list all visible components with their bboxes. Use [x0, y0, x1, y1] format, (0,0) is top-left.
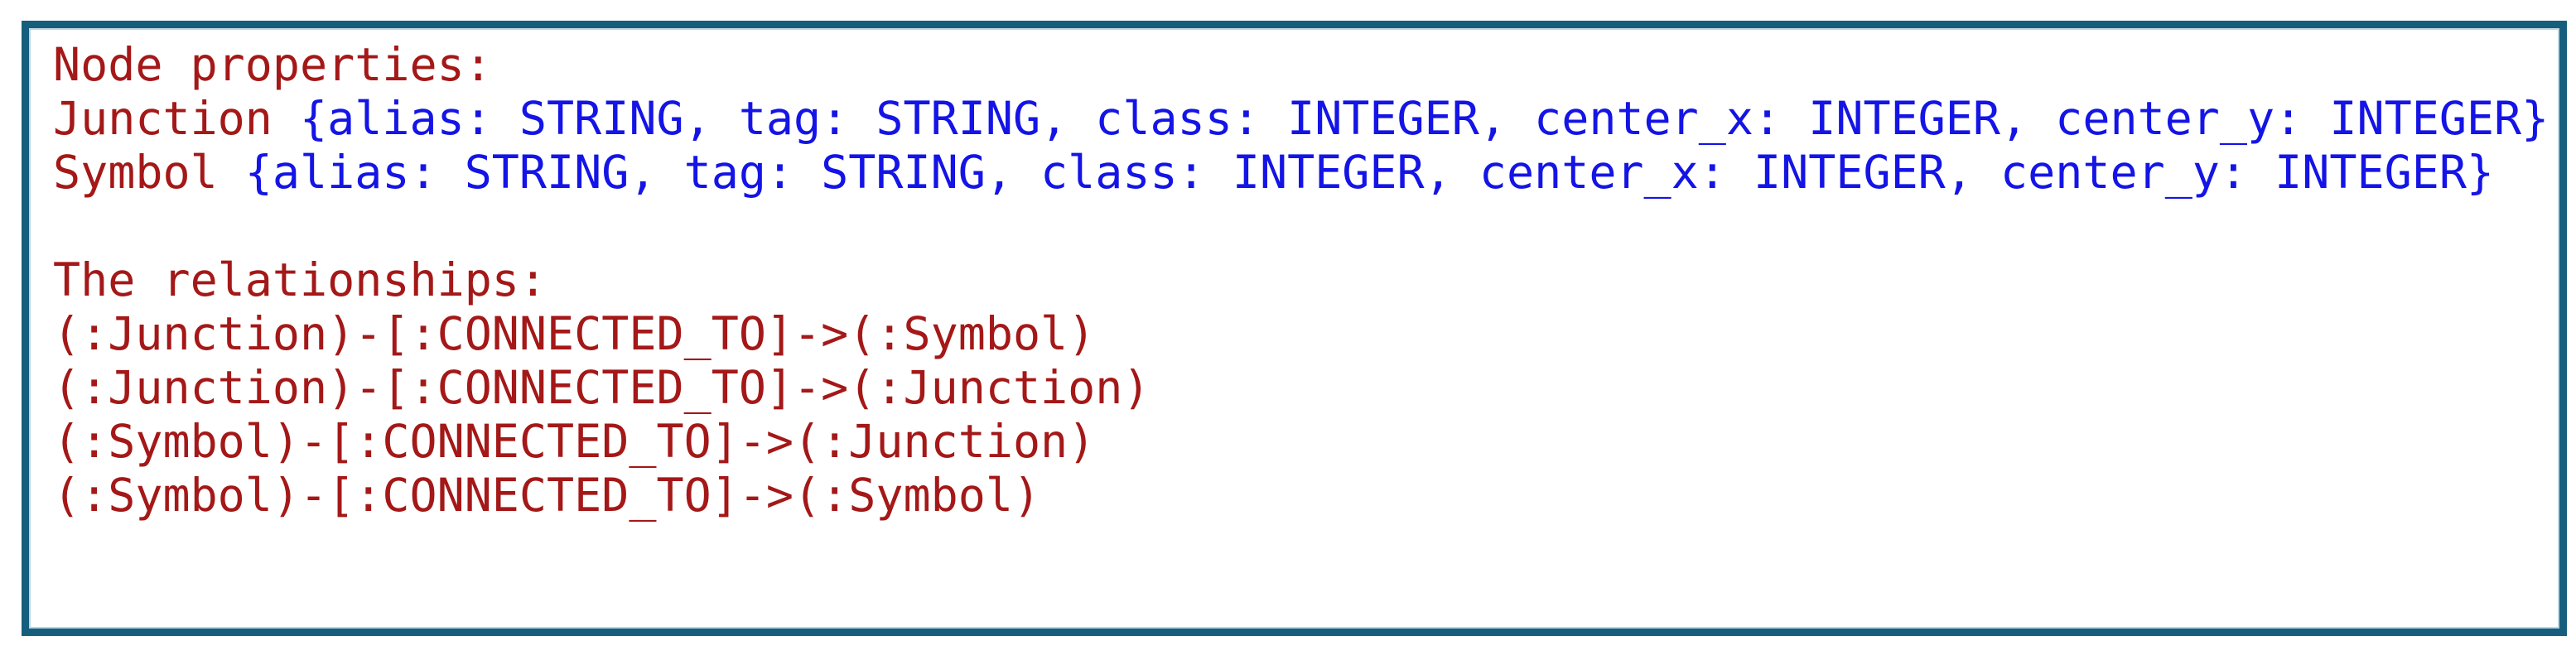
code-line: (:Symbol)-[:CONNECTED_TO]->(:Junction)	[53, 415, 2559, 469]
code-segment: Symbol	[53, 146, 245, 199]
code-segment: {alias: STRING, tag: STRING, class: INTE…	[244, 146, 2495, 199]
code-segment: (:Junction)-[:CONNECTED_TO]->(:Symbol)	[53, 307, 1096, 360]
code-line: (:Junction)-[:CONNECTED_TO]->(:Junction)	[53, 361, 2559, 415]
code-segment: {alias: STRING, tag: STRING, class: INTE…	[300, 92, 2549, 145]
code-segment: Node properties:	[53, 38, 492, 91]
code-segment: (:Symbol)-[:CONNECTED_TO]->(:Junction)	[53, 415, 1096, 468]
code-line: Node properties:	[53, 38, 2559, 92]
code-line: (:Junction)-[:CONNECTED_TO]->(:Symbol)	[53, 307, 2559, 361]
code-segment: Junction	[53, 92, 301, 145]
code-line: Symbol {alias: STRING, tag: STRING, clas…	[53, 146, 2559, 200]
code-line: The relationships:	[53, 253, 2559, 307]
code-line: (:Symbol)-[:CONNECTED_TO]->(:Symbol)	[53, 469, 2559, 523]
code-line: Junction {alias: STRING, tag: STRING, cl…	[53, 92, 2559, 146]
code-line	[53, 200, 2559, 253]
schema-code-panel: Node properties:Junction {alias: STRING,…	[22, 21, 2567, 636]
code-segment: (:Junction)-[:CONNECTED_TO]->(:Junction)	[53, 361, 1151, 414]
code-lines: Node properties:Junction {alias: STRING,…	[29, 28, 2559, 523]
code-segment: The relationships:	[53, 253, 548, 306]
code-segment: (:Symbol)-[:CONNECTED_TO]->(:Symbol)	[53, 469, 1041, 522]
